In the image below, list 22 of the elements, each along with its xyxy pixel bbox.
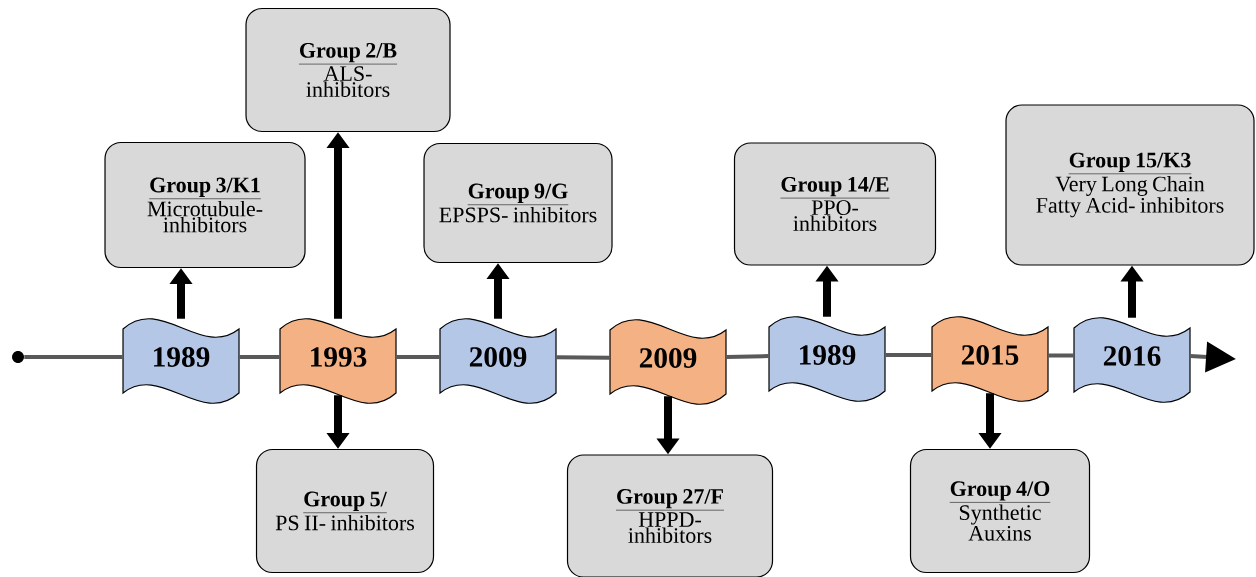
group-box: Group 5/ PS II- inhibitors [255,448,435,574]
group-box: Group 2/B ALS- inhibitors [245,7,451,133]
timeline-line [556,355,610,360]
timeline-line [24,355,123,359]
timeline-line [726,354,769,359]
timeline-line [885,353,932,357]
year-flag: 2009 [439,318,557,404]
year-flag: 2016 [1073,317,1191,403]
group-box: Group 14/E PPO- inhibitors [733,142,937,266]
group-box: Group 9/G EPSPS- inhibitors [423,142,613,264]
year-flag: 1989 [768,316,886,402]
timeline-line [396,355,440,359]
timeline-line [1048,353,1074,358]
timeline-line [239,355,280,359]
group-box: Group 4/O Synthetic Auxins [909,448,1091,574]
group-box: Group 27/F HPPD- inhibitors [566,454,774,577]
group-box: Group 3/K1 Microtubule- inhibitors [104,141,306,269]
year-flag: 1989 [122,318,240,404]
group-box: Group 15/K3 Very Long Chain Fatty Acid- inhibitors [1005,104,1255,266]
year-flag: 2009 [609,319,727,405]
year-flag: 1993 [279,318,397,404]
year-flag: 2015 [931,316,1049,402]
